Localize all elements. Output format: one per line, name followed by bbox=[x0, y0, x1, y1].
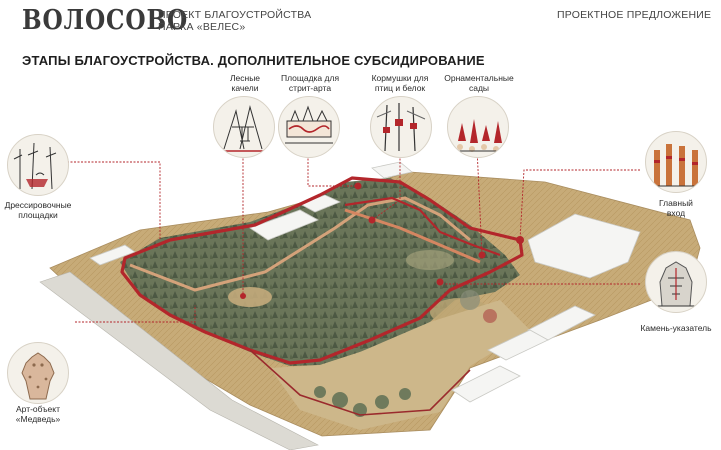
stone-sign-illustration bbox=[645, 251, 707, 313]
dog-training-line-1: Дрессировочные bbox=[4, 200, 72, 210]
subtitle-line-1: ПРОЕКТ БЛАГОУСТРОЙСТВА bbox=[158, 9, 312, 21]
callout-dog-training-label: Дрессировочные площадки bbox=[0, 200, 80, 220]
bear-line-2: «Медведь» bbox=[15, 414, 61, 424]
main-entrance-illustration bbox=[645, 131, 707, 193]
feeders-line-1: Кормушки для bbox=[371, 73, 429, 83]
callout-gardens-label: Орнаментальные сады bbox=[437, 73, 521, 93]
callout-bear-label: Арт-объект «Медведь» bbox=[0, 404, 80, 424]
street-art-line-1: Площадка для bbox=[280, 73, 340, 83]
callout-street-art-label: Площадка для стрит-арта bbox=[268, 73, 352, 93]
dog-training-illustration bbox=[7, 134, 69, 196]
buildings bbox=[89, 161, 641, 403]
callout-feeders-label: Кормушки для птиц и белок bbox=[358, 73, 442, 93]
forest-swings-illustration bbox=[213, 96, 275, 158]
forest-swings-line-2: качели bbox=[231, 83, 259, 93]
bird-feeders-illustration bbox=[370, 96, 432, 158]
dog-training-line-2: площадки bbox=[18, 210, 58, 220]
project-subtitle: ПРОЕКТ БЛАГОУСТРОЙСТВА ПАРКА «ВЕЛЕС» bbox=[158, 9, 311, 33]
logo: ВОЛОСОВО bbox=[22, 5, 189, 36]
playground bbox=[460, 290, 497, 323]
forest-swings-line-1: Лесные bbox=[229, 73, 261, 83]
project-proposal-label: ПРОЕКТНОЕ ПРЕДЛОЖЕНИЕ bbox=[557, 9, 712, 21]
bear-line-1: Арт-объект bbox=[16, 404, 60, 414]
main-entrance-line-1: Главный bbox=[659, 198, 693, 208]
street-art-illustration bbox=[278, 96, 340, 158]
street-art-line-2: стрит-арта bbox=[288, 83, 332, 93]
stone-line-1: Камень-указатель bbox=[640, 323, 712, 333]
callout-forest-swings-label: Лесные качели bbox=[203, 73, 287, 93]
main-route bbox=[120, 176, 524, 416]
callout-stone-label: Камень-указатель bbox=[634, 323, 718, 333]
callout-main-entrance-label: Главный вход bbox=[634, 198, 718, 218]
page-title: ЭТАПЫ БЛАГОУСТРОЙСТВА. ДОПОЛНИТЕЛЬНОЕ СУ… bbox=[22, 53, 485, 68]
gardens-line-1: Орнаментальные bbox=[444, 73, 514, 83]
feeders-line-2: птиц и белок bbox=[374, 83, 426, 93]
gardens-line-2: сады bbox=[468, 83, 490, 93]
leader-lines bbox=[60, 147, 640, 323]
ornamental-gardens-illustration bbox=[447, 96, 509, 158]
bear-art-object-illustration bbox=[7, 342, 69, 404]
meadow-area bbox=[270, 300, 530, 430]
main-entrance-line-2: вход bbox=[666, 208, 686, 218]
subtitle-line-2: ПАРКА «ВЕЛЕС» bbox=[158, 21, 246, 33]
